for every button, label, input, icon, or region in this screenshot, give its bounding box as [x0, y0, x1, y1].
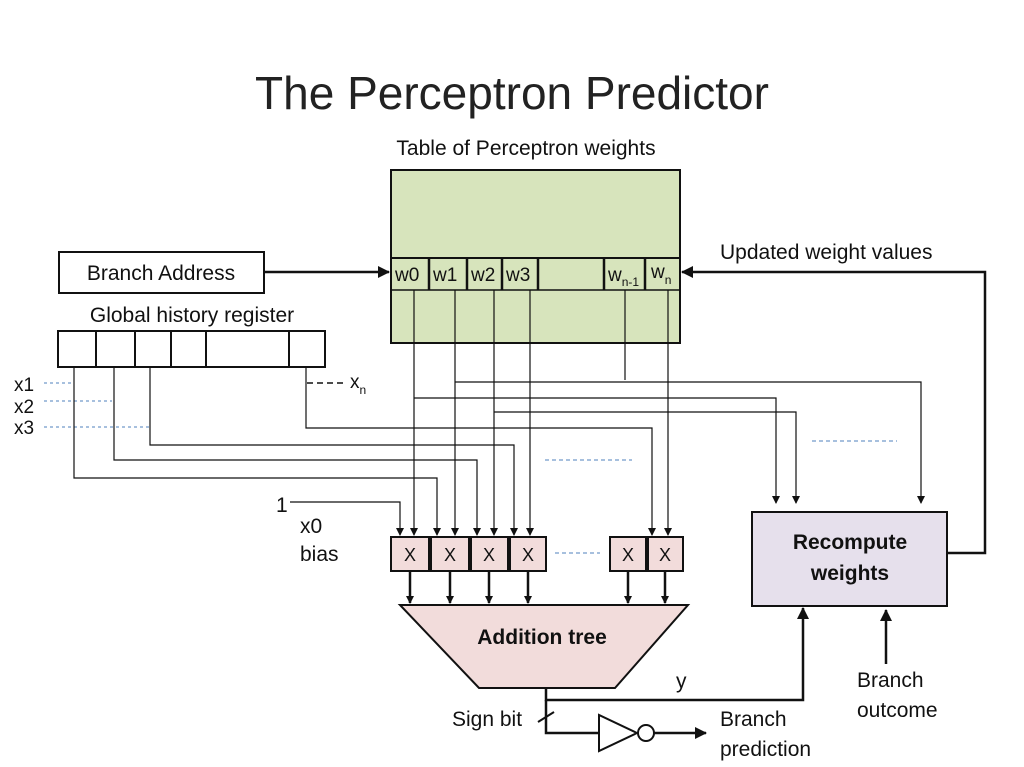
bias-label: bias [300, 543, 339, 566]
update-feedback-line [681, 266, 987, 555]
addition-tree-label: Addition tree [477, 626, 607, 649]
bias-one: 1 [276, 494, 288, 517]
branch-address-label: Branch Address [87, 262, 235, 285]
weight-w1: w1 [432, 265, 457, 286]
multiplier-n [647, 536, 684, 572]
multiplier-row: X X X X X X [390, 536, 684, 572]
multiplier-symbol: X [483, 545, 495, 565]
x2-label: x2 [14, 397, 34, 418]
updated-weights-label: Updated weight values [720, 241, 932, 264]
multiplier-symbol: X [622, 545, 634, 565]
wire-x1 [73, 367, 441, 536]
y-label: y [676, 670, 687, 693]
multiplier-symbol: X [522, 545, 534, 565]
multiplier-0 [390, 536, 430, 572]
weight-wn-1: wn-1 [607, 265, 639, 289]
weight-wires [73, 290, 925, 536]
weight-w3: w3 [505, 265, 530, 286]
branch-prediction-2: prediction [720, 738, 811, 761]
table-caption: Table of Perceptron weights [396, 137, 655, 160]
sign-bit-wire [544, 700, 599, 735]
wire-x3 [149, 367, 518, 536]
wire-to-recompute-1 [455, 381, 925, 504]
multiplier-symbol: X [444, 545, 456, 565]
ghr-caption: Global history register [90, 304, 294, 327]
page-title: The Perceptron Predictor [255, 67, 769, 119]
wire-x2 [113, 367, 481, 536]
weight-wn: wn [650, 262, 671, 287]
adder-input-arrows [406, 571, 669, 604]
recompute-line1: Recompute [793, 531, 907, 554]
global-history-register [57, 330, 326, 368]
weights-table [390, 169, 681, 344]
x3-label: x3 [14, 418, 34, 439]
xn-label: xn [350, 372, 366, 397]
inverter-icon [598, 713, 640, 753]
wire-to-recompute-2 [414, 397, 780, 504]
y-output-line [544, 607, 809, 702]
inverter-bubble [637, 724, 655, 742]
sign-bit-label: Sign bit [452, 708, 522, 731]
wire-to-recompute-3 [494, 411, 800, 504]
weight-w0: w0 [394, 265, 419, 286]
branch-outcome-1: Branch [857, 669, 924, 692]
weight-w2: w2 [470, 265, 495, 286]
branch-outcome-2: outcome [857, 699, 938, 722]
wire-xn [305, 367, 656, 536]
multiplier-symbol: X [659, 545, 671, 565]
x1-label: x1 [14, 375, 34, 396]
addition-tree [397, 604, 691, 689]
multiplier-symbol: X [404, 545, 416, 565]
recompute-line2: weights [810, 562, 889, 585]
branch-prediction-1: Branch [720, 708, 787, 731]
multiplier-n-1 [609, 536, 647, 572]
bias-x0: x0 [300, 515, 322, 538]
wire-bias [290, 501, 404, 536]
branch-address-box [58, 251, 265, 294]
recompute-box [751, 511, 948, 607]
